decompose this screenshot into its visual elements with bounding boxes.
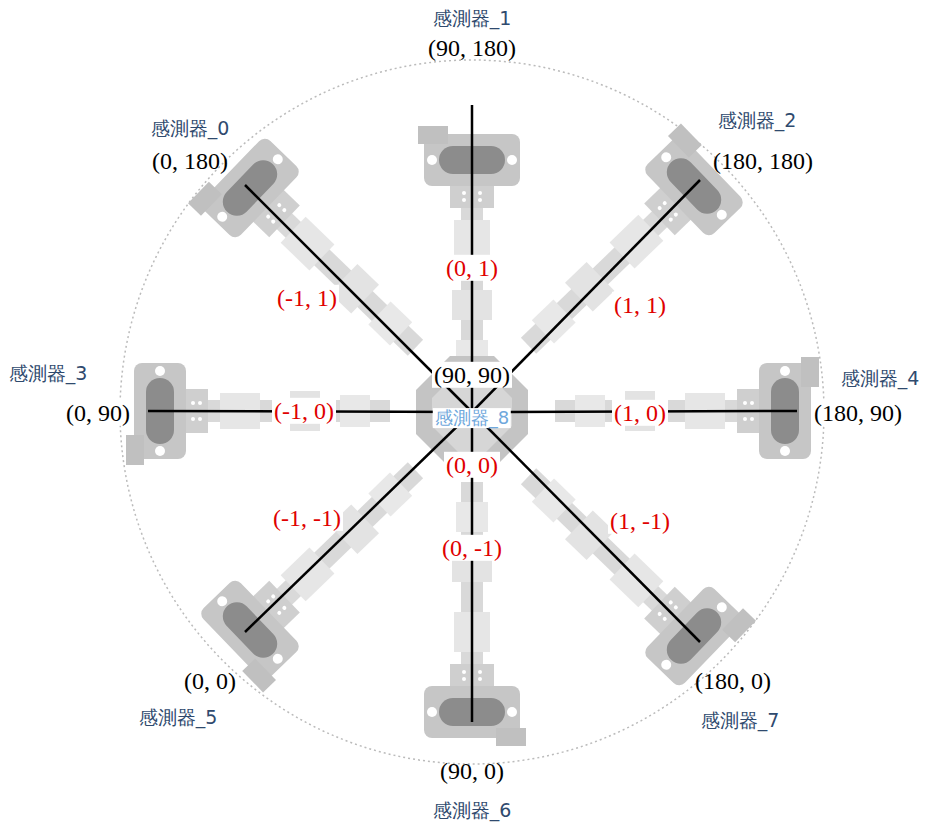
sensor-label: 感測器_8 — [433, 408, 511, 428]
coordinate-label: (90, 90) — [432, 362, 512, 388]
direction-label: (0, 0) — [444, 452, 500, 478]
direction-label: (-1, -1) — [271, 505, 343, 531]
coordinate-label: (0, 180) — [150, 148, 230, 174]
direction-label: (1, 1) — [612, 292, 668, 318]
direction-label: (-1, 0) — [272, 398, 336, 424]
sensor-label: 感測器_2 — [716, 110, 799, 131]
sensor-label: 感測器_3 — [7, 363, 90, 384]
coordinate-label: (90, 180) — [426, 35, 518, 61]
direction-label: (0, 1) — [444, 255, 500, 281]
sensor-label: 感測器_0 — [149, 118, 232, 139]
coordinate-label: (90, 0) — [438, 758, 506, 784]
direction-label: (1, -1) — [608, 508, 672, 534]
sensor-label: 感測器_7 — [699, 710, 782, 731]
coordinate-label: (180, 180) — [711, 148, 815, 174]
coordinate-label: (180, 0) — [693, 668, 773, 694]
sensor-label: 感測器_1 — [431, 8, 514, 29]
coordinate-label: (0, 90) — [64, 400, 132, 426]
coordinate-label: (0, 0) — [182, 668, 238, 694]
direction-label: (-1, 1) — [275, 285, 339, 311]
direction-label: (1, 0) — [612, 400, 668, 426]
sensor-label: 感測器_4 — [839, 368, 922, 389]
sensor-label: 感測器_6 — [431, 800, 514, 821]
direction-label: (0, -1) — [440, 535, 504, 561]
coordinate-label: (180, 90) — [812, 400, 904, 426]
sensor-label: 感測器_5 — [137, 707, 220, 728]
